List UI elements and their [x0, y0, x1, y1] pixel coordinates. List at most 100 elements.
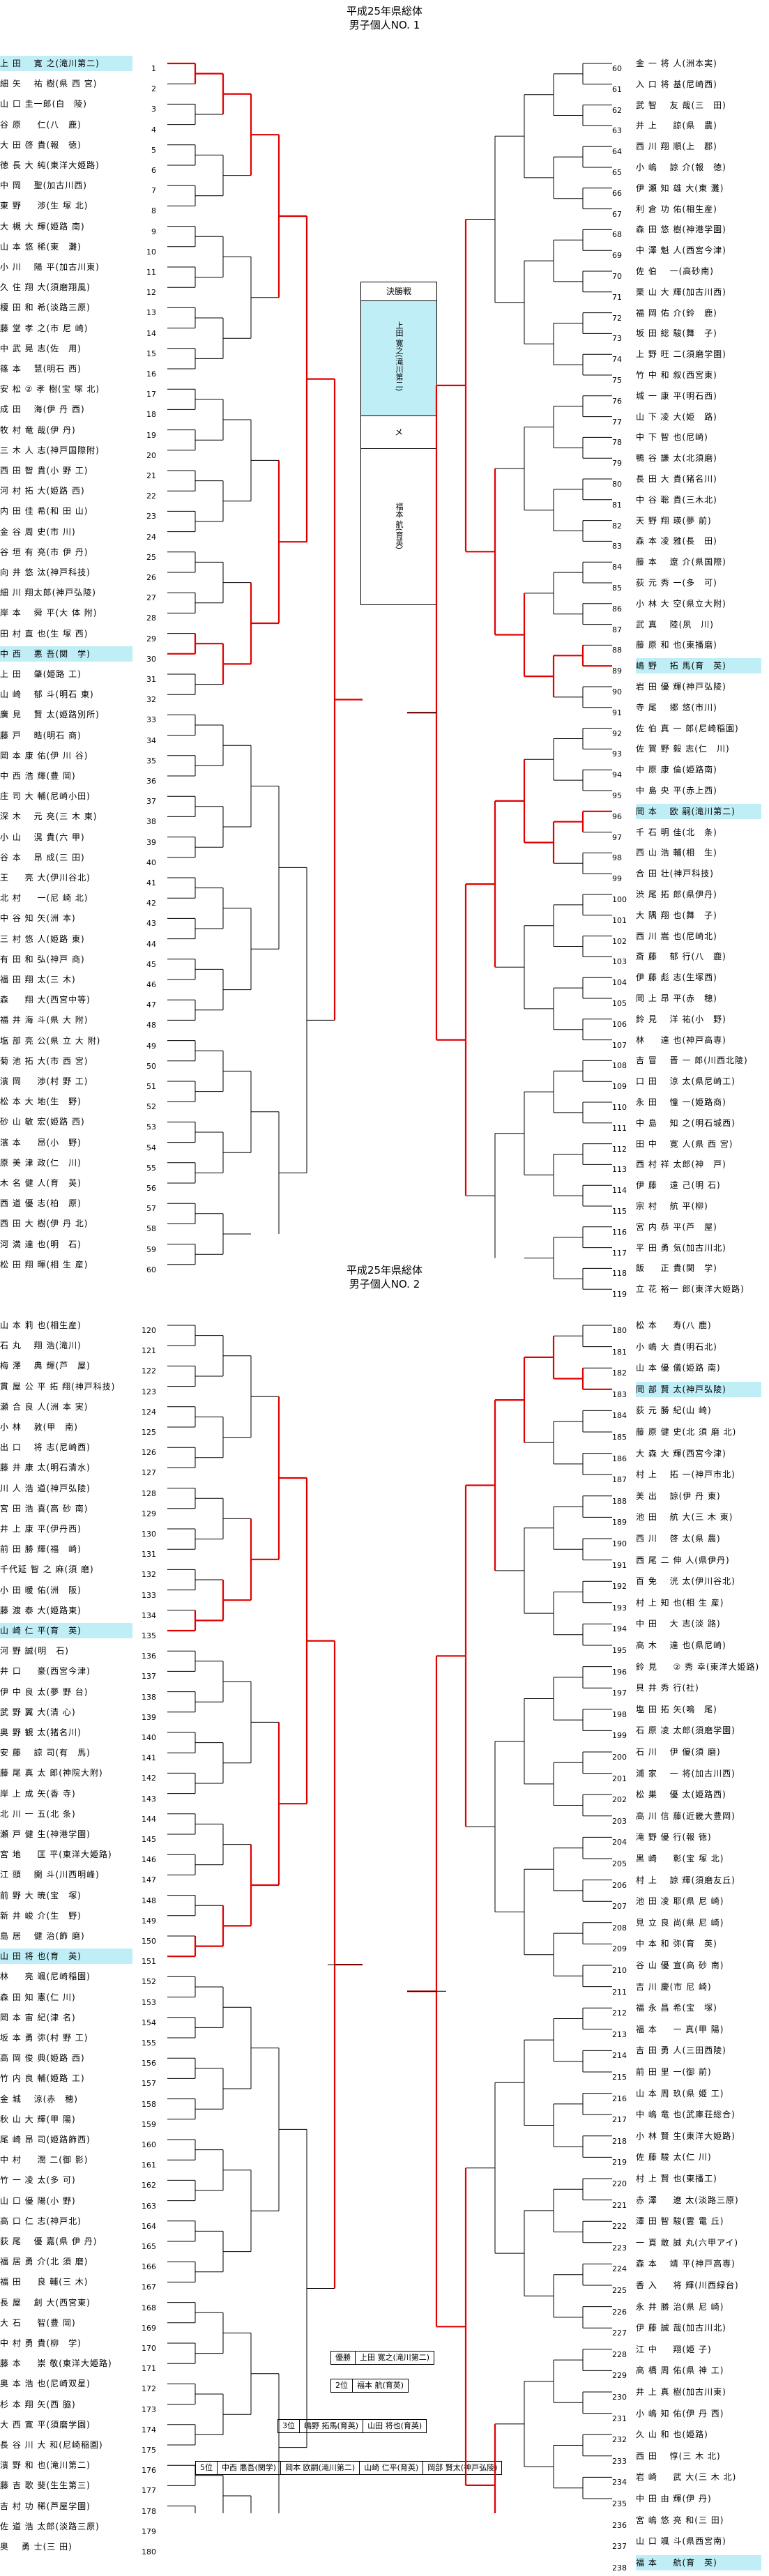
- bracket-entry: 石 丸 翔 浩(滝川)121: [0, 1338, 167, 1355]
- bracket-entry: 78中 下 智 也(尼崎): [612, 429, 769, 447]
- player-name: 奥 勇 士(三 田): [0, 2542, 73, 2552]
- player-name: 藤 井 康 太(明石清水): [0, 1463, 91, 1473]
- entry-number: 145: [142, 1835, 156, 1844]
- entry-number: 10: [146, 247, 156, 257]
- entry-number: 113: [612, 1165, 627, 1175]
- player-name: 大 隅 翔 也(舞 子): [636, 910, 717, 920]
- player-name: 安 藤 諒 司(有 馬): [0, 1748, 91, 1758]
- bracket-entry: 宮 地 匡 平(東洋大姫路)146: [0, 1847, 167, 1864]
- bracket-entry: 坂 本 勇 弥(村 野 工)155: [0, 2030, 167, 2048]
- bracket-entry: 山 崎 郁 斗(明石 東)32: [0, 687, 167, 704]
- entry-number: 141: [142, 1753, 156, 1763]
- entry-number: 49: [146, 1041, 156, 1051]
- fifth-place-label: 5位: [195, 2461, 218, 2475]
- bracket-entry: 210谷 山 優 宣(高 砂 南): [612, 1958, 769, 1975]
- entry-number: 20: [146, 450, 156, 460]
- player-name: 宮 内 恭 平(芦 屋): [636, 1221, 717, 1232]
- entry-number: 200: [612, 1753, 627, 1762]
- entry-number: 187: [612, 1475, 627, 1485]
- bracket-entry: 185藤 原 健 史(北 須 磨 北): [612, 1424, 769, 1442]
- entry-number: 226: [612, 2307, 627, 2317]
- bracket-entry: 209中 本 和 弥(育 英): [612, 1936, 769, 1953]
- player-name: 榎 田 和 希(淡路三原): [0, 303, 91, 313]
- player-name: 上 田 肇(姫路 工): [0, 669, 82, 679]
- player-name: 立 花 裕一 郎(東洋大姫路): [636, 1284, 745, 1295]
- player-name: 中 谷 聡 貴(三木北): [636, 494, 717, 505]
- entry-number: 5: [151, 145, 156, 155]
- bracket-entry: 三 村 悠 人(姫路 東)44: [0, 931, 167, 949]
- entry-number: 23: [146, 512, 156, 521]
- bracket-entry: 212福 永 昌 希(宝 塚): [612, 2000, 769, 2018]
- player-name: 西 川 翔 順(上 郡): [636, 142, 717, 152]
- sheet1-title: 平成25年県総体: [346, 5, 423, 17]
- player-name: 松 巣 優 太(姫路西): [636, 1790, 726, 1800]
- entry-number: 11: [146, 268, 156, 277]
- entry-number: 109: [612, 1082, 627, 1092]
- player-name: 岡 本 欧 嗣(滝川第二): [636, 803, 761, 819]
- entry-number: 71: [612, 292, 622, 302]
- player-name: 貫 屋 公 平 拓 翔(神戸科技): [0, 1381, 116, 1392]
- player-name: 砂 山 敏 宏(姫路 西): [0, 1117, 85, 1127]
- bracket-entry: 林 亮 颯(尼崎稲園)152: [0, 1969, 167, 1986]
- bracket-entry: 203高 川 信 藤(近畿大豊岡): [612, 1808, 769, 1826]
- bracket-entry: 76城 一 康 平(明石西): [612, 388, 769, 406]
- entry-number: 90: [612, 687, 622, 696]
- entry-number: 197: [612, 1689, 627, 1698]
- entry-number: 148: [142, 1896, 156, 1905]
- bracket-entry: 96岡 本 欧 嗣(滝川第二): [612, 803, 769, 821]
- bracket-entry: 116宮 内 恭 平(芦 屋): [612, 1219, 769, 1237]
- entry-number: 215: [612, 2073, 627, 2082]
- bracket-entry: 223一 頁 敢 誠 丸(六甲アイ): [612, 2235, 769, 2253]
- bracket-entry: 99合 田 壮(神戸科技): [612, 866, 769, 883]
- entry-number: 132: [142, 1570, 156, 1580]
- player-name: 前 野 大 暁(宝 塚): [0, 1890, 82, 1900]
- bracket-entry: 大 西 寛 平(須磨学園)174: [0, 2417, 167, 2434]
- player-name: 林 亮 颯(尼崎稲園): [0, 1972, 91, 1982]
- bracket-entry: 237山 口 颯 斗(県西宮南): [612, 2533, 769, 2551]
- player-name: 吉 村 功 稀(芦屋学園): [0, 2501, 91, 2511]
- entry-number: 42: [146, 899, 156, 908]
- final-winner: 上田 寛之(滝川第二): [395, 321, 404, 392]
- bracket-entry: 藤 本 崇 敬(東洋大姫路)171: [0, 2356, 167, 2373]
- bracket-entry: 214吉 田 勇 人(三田西陵): [612, 2043, 769, 2060]
- bracket-entry: 中 村 勇 貴(柳 学)170: [0, 2335, 167, 2353]
- entry-number: 84: [612, 563, 622, 572]
- bracket-entry: 187村 上 拓 一(神戸市北): [612, 1467, 769, 1484]
- player-name: 尾 崎 昂 司(姫路飾西): [0, 2135, 91, 2144]
- bracket-entry: 67利 倉 功 佑(相生産): [612, 201, 769, 219]
- player-name: 中 嶋 竜 也(武庫荘総合): [636, 2110, 736, 2120]
- entry-number: 101: [612, 915, 627, 925]
- fifth-place-3: 山崎 仁平(育英): [359, 2461, 424, 2475]
- entry-number: 201: [612, 1774, 627, 1783]
- bracket-entry: 北 村 一(尼 崎 北)42: [0, 890, 167, 908]
- entry-number: 127: [142, 1468, 156, 1478]
- entry-number: 27: [146, 593, 156, 603]
- player-name: 山 下 凌 大(姫 路): [636, 411, 717, 422]
- bracket-entry: 119 立 花 裕一 郎(東洋大姫路): [612, 1281, 769, 1299]
- entry-number: 61: [612, 84, 622, 94]
- player-name: 美 出 諒(伊 丹 東): [636, 1491, 721, 1501]
- player-name: 平 田 勇 気(加古川北): [636, 1242, 726, 1253]
- player-name: 安 松 ② 孝 樹(宝 塚 北): [0, 384, 100, 395]
- entry-number: 149: [142, 1916, 156, 1926]
- bracket-entry: 尾 崎 昂 司(姫路飾西)160: [0, 2132, 167, 2149]
- bracket-entry: 西 道 優 志(柏 原)57: [0, 1196, 167, 1213]
- bracket-entry: 岡 本 康 佑(伊 川 谷)35: [0, 748, 167, 765]
- bracket-entry: 222澤 田 智 駿(雲 電 丘): [612, 2213, 769, 2231]
- bracket-entry: 89嶋 野 拓 馬(育 英): [612, 658, 769, 676]
- bracket-entry: 長 屋 創 大(西宮東)168: [0, 2295, 167, 2312]
- entry-number: 122: [142, 1366, 156, 1376]
- entry-number: 157: [142, 2079, 156, 2089]
- bracket-entry: 91寺 尾 郷 悠(市川): [612, 700, 769, 717]
- player-name: 高 口 仁 志(神戸北): [0, 2216, 82, 2226]
- entry-number: 119: [612, 1290, 627, 1300]
- player-name: 内 田 佳 希(和 田 山): [0, 506, 89, 517]
- bracket-entry: 83森 本 凌 雅(長 田): [612, 533, 769, 551]
- entry-number: 46: [146, 980, 156, 989]
- player-name: 坂 田 総 駿(舞 子): [636, 328, 717, 339]
- player-name: 福 田 良 輔(三 木): [0, 2277, 89, 2287]
- bracket-entry: 69中 澤 魁 人(西宮今津): [612, 243, 769, 260]
- player-name: 石 丸 翔 浩(滝川): [0, 1341, 82, 1351]
- player-name: 西 川 嵩 也(尼崎北): [636, 931, 717, 941]
- player-name: 一 頁 敢 誠 丸(六甲アイ): [636, 2237, 739, 2248]
